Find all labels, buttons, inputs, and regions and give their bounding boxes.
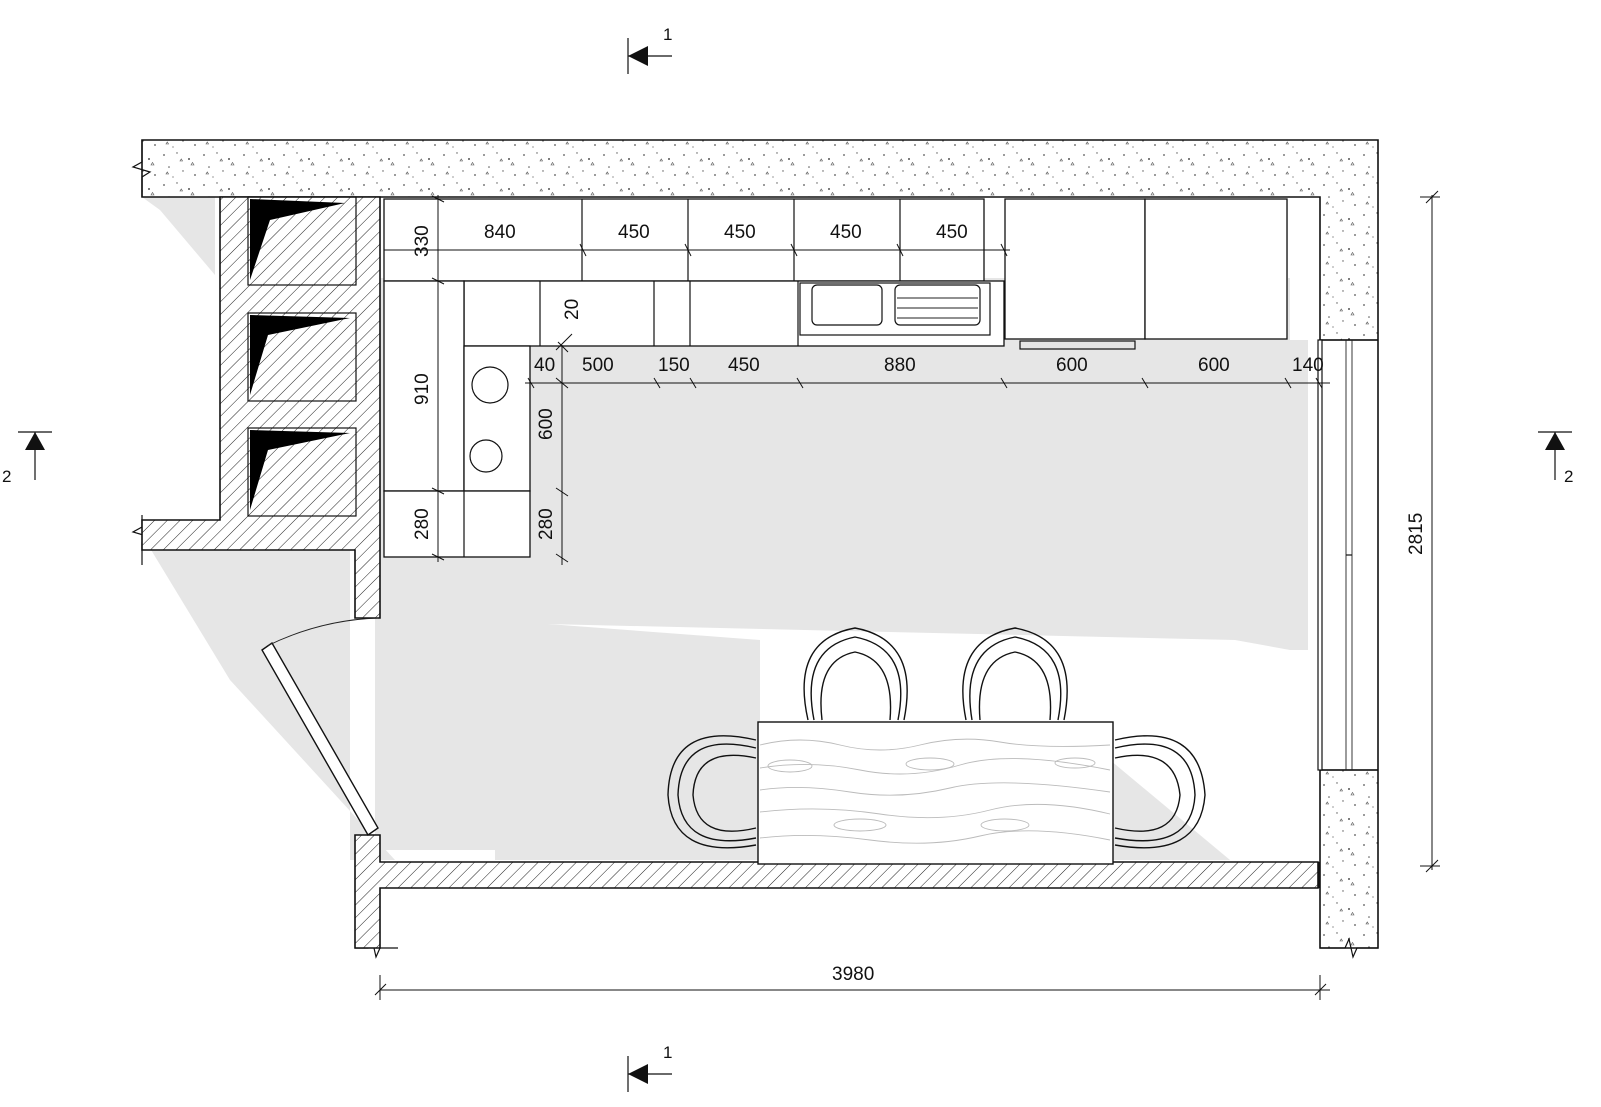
dim-880: 880 — [884, 355, 916, 376]
break-mark-bottom-right — [1320, 937, 1378, 959]
floor-shadows — [142, 197, 1308, 860]
section-marker-left: 2 — [2, 431, 52, 486]
chair-1 — [803, 627, 908, 721]
dim-20: 20 — [562, 299, 583, 320]
dim-2815: 2815 — [1406, 513, 1427, 555]
dim-450-counter: 450 — [728, 355, 760, 376]
dim-450-c: 450 — [830, 222, 862, 243]
dimension-labels: 840 450 450 450 450 330 20 40 500 150 45… — [412, 222, 1427, 985]
hob-burner-1 — [471, 366, 509, 404]
section-marker-right: 2 — [1538, 431, 1573, 486]
section-label-top: 1 — [663, 25, 672, 44]
dim-280-a: 280 — [412, 508, 433, 540]
section-label-right: 2 — [1564, 467, 1573, 486]
dim-600-left: 600 — [536, 408, 557, 440]
dining-set — [667, 627, 1206, 865]
section-label-bottom: 1 — [663, 1043, 672, 1062]
dim-500: 500 — [582, 355, 614, 376]
dim-3980: 3980 — [832, 964, 874, 985]
chair-4 — [1114, 735, 1206, 849]
dim-450-b: 450 — [724, 222, 756, 243]
interior-wall-shaft — [141, 196, 381, 619]
dim-910: 910 — [412, 373, 433, 405]
section-marker-bottom: 1 — [627, 1043, 672, 1092]
chair-3 — [667, 735, 757, 849]
dim-140: 140 — [1292, 355, 1324, 376]
dim-600-b: 600 — [1198, 355, 1230, 376]
section-marker-top: 1 — [627, 25, 672, 74]
dim-600-a: 600 — [1056, 355, 1088, 376]
dim-330: 330 — [412, 225, 433, 257]
base-cabinets — [383, 280, 1136, 558]
hob-burner-2 — [469, 439, 503, 473]
dim-150: 150 — [658, 355, 690, 376]
window-right — [1317, 339, 1353, 771]
upper-cabinets — [383, 198, 1288, 340]
entry-door — [261, 617, 379, 837]
vent-shaft-2 — [247, 312, 357, 402]
break-mark-top-left — [131, 140, 152, 197]
dim-40: 40 — [534, 355, 555, 376]
dim-840: 840 — [484, 222, 516, 243]
sink — [799, 282, 991, 336]
dimension-lines — [374, 190, 1440, 1000]
vent-shaft-3 — [247, 427, 357, 517]
dim-450-d: 450 — [936, 222, 968, 243]
dim-450-a: 450 — [618, 222, 650, 243]
vent-shaft-1 — [247, 196, 357, 286]
dim-280-b: 280 — [536, 508, 557, 540]
chair-2 — [962, 627, 1068, 721]
section-label-left: 2 — [2, 467, 11, 486]
dining-table — [757, 721, 1114, 865]
